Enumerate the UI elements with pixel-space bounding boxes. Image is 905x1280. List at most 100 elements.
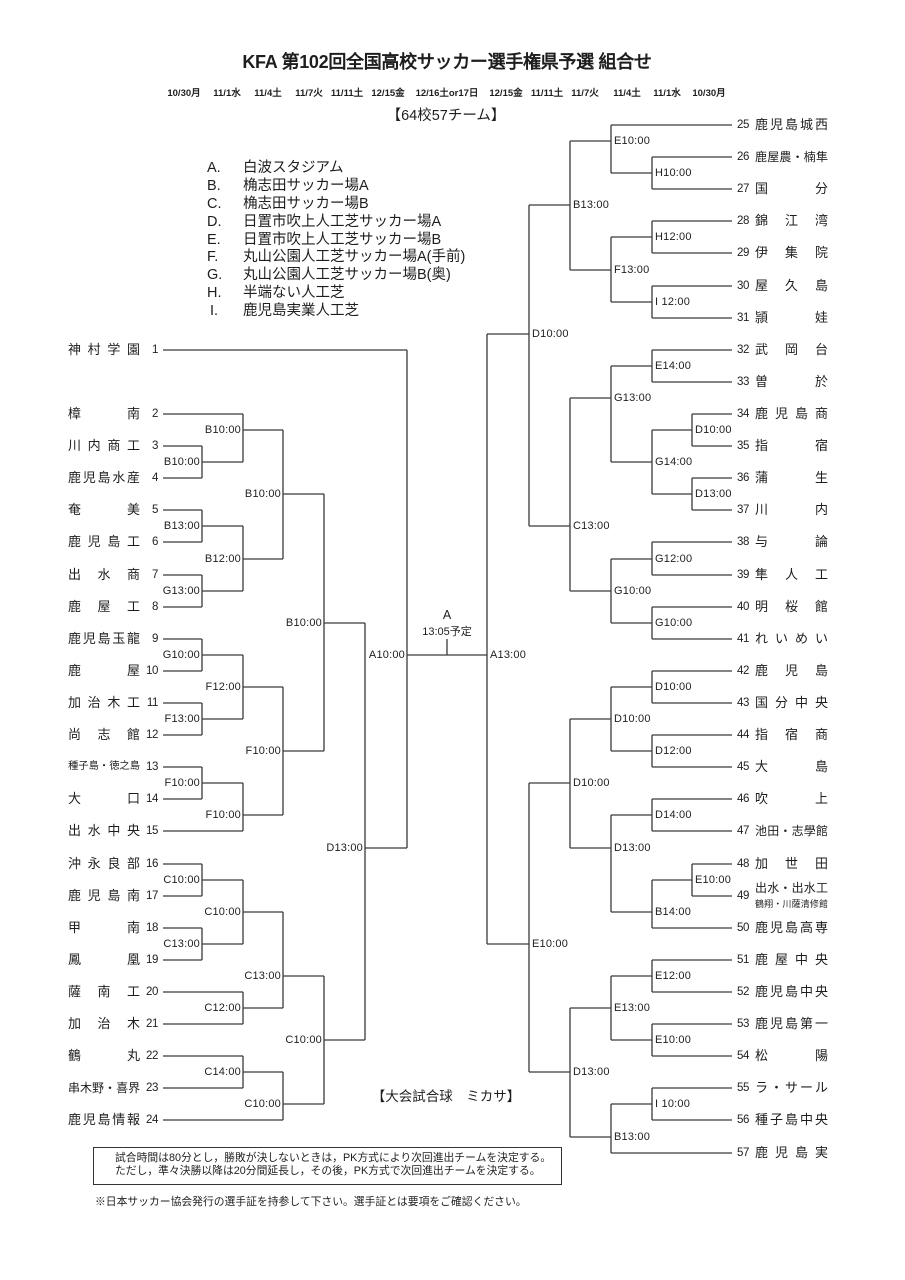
venue-name: 桷志田サッカー場A — [243, 177, 369, 194]
team-number: 5 — [152, 504, 158, 516]
match-connector — [529, 719, 571, 848]
team-name: 鹿児島実 — [755, 1145, 828, 1161]
match-connector — [570, 125, 612, 173]
team-name: 種子島・徳之島 — [68, 759, 140, 775]
venue-code: G. — [207, 267, 223, 284]
name-char: 分 — [774, 695, 788, 710]
match-label: C12:00 — [204, 1002, 241, 1014]
name-char: 木 — [107, 695, 121, 710]
match-ball-note: 【大会試合球 ミカサ】 — [371, 1089, 521, 1104]
name-char: れ — [755, 631, 769, 646]
name-char: 集 — [784, 245, 798, 260]
match-connector — [570, 687, 612, 751]
name-char: 中 — [107, 823, 121, 838]
name-char: 野 — [92, 1081, 105, 1095]
match-connector — [282, 430, 324, 559]
team-number: 48 — [737, 858, 749, 870]
name-char: め — [794, 631, 808, 646]
team-name: 鹿屋中央 — [755, 952, 828, 968]
match-connector — [201, 575, 243, 607]
name-char: 内 — [814, 502, 828, 517]
name-char: 村 — [87, 342, 101, 357]
match-connector — [201, 703, 243, 735]
name-char: 院 — [814, 245, 828, 260]
name-char: 国 — [755, 181, 769, 196]
name-char: 島 — [784, 920, 798, 935]
name-char: 中 — [799, 984, 813, 999]
name-char: 久 — [784, 278, 798, 293]
match-connector — [364, 623, 407, 1040]
team-number: 12 — [146, 729, 158, 741]
team-name: 鹿児島高専 — [755, 920, 828, 936]
team-name: 樟南 — [68, 406, 140, 422]
name-char: 美 — [126, 502, 140, 517]
match-label: B14:00 — [655, 906, 692, 918]
team-name: 蒲生 — [755, 470, 828, 486]
name-char: 島 — [814, 278, 828, 293]
match-connector — [570, 237, 612, 302]
name-char: 中 — [799, 1112, 813, 1127]
name-char: 尚 — [68, 727, 82, 742]
name-char: 奄 — [68, 502, 82, 517]
name-char: 鹿 — [68, 888, 82, 903]
team-number: 44 — [737, 729, 749, 741]
name-char: 永 — [87, 856, 101, 871]
round-date: 12/15金 — [489, 88, 523, 99]
name-char: 田 — [767, 824, 780, 838]
team-number: 28 — [737, 215, 749, 227]
venue-code: H. — [207, 285, 222, 302]
name-char: 湾 — [814, 213, 828, 228]
team-number: 42 — [737, 665, 749, 677]
name-char: 種 — [68, 761, 79, 772]
name-char: 央 — [814, 952, 828, 967]
page-title: KFA 第102回全国高校サッカー選手権県予選 組合せ — [242, 52, 652, 72]
team-number: 4 — [152, 472, 158, 484]
team-name: 国分 — [755, 181, 828, 197]
team-number: 37 — [737, 504, 749, 516]
name-char: 屋 — [97, 599, 111, 614]
team-number: 17 — [146, 890, 158, 902]
name-char: 翔 — [764, 899, 774, 909]
team-name: 神村学園 — [68, 342, 140, 358]
name-char: 島 — [97, 631, 111, 646]
name-char: 指 — [755, 438, 769, 453]
team-name: 甲南 — [68, 920, 140, 936]
name-char: 産 — [126, 470, 140, 485]
team-number: 24 — [146, 1114, 158, 1126]
match-connector — [652, 478, 693, 510]
team-name: 加世田 — [755, 856, 828, 872]
match-connector — [611, 960, 653, 992]
name-char: 楠 — [803, 150, 816, 164]
name-char: 一 — [814, 1016, 828, 1031]
player-card-note: ※日本サッカー協会発行の選手証を持参して下さい。選手証とは要項をご確認ください。 — [95, 1196, 527, 1208]
name-char: 農 — [779, 150, 792, 164]
team-name: ラ・サール — [755, 1080, 828, 1096]
venue-item: C.桷志田サッカー場B — [207, 196, 465, 214]
match-label: B10:00 — [163, 456, 200, 468]
name-char: 鹿 — [755, 150, 768, 164]
team-name: 鹿児島玉龍 — [68, 631, 140, 647]
round-date: 11/7火 — [571, 88, 599, 99]
match-connector — [529, 1008, 571, 1137]
match-connector — [570, 1104, 612, 1153]
name-char: 神 — [68, 342, 82, 357]
match-connector — [282, 687, 324, 815]
name-char: 鹿 — [68, 631, 82, 646]
name-char: 南 — [126, 888, 140, 903]
name-char: 島 — [107, 534, 121, 549]
match-label: E12:00 — [655, 970, 692, 982]
match-label: C10:00 — [163, 874, 200, 886]
name-char: 鹿 — [755, 920, 769, 935]
name-char: 分 — [814, 181, 828, 196]
